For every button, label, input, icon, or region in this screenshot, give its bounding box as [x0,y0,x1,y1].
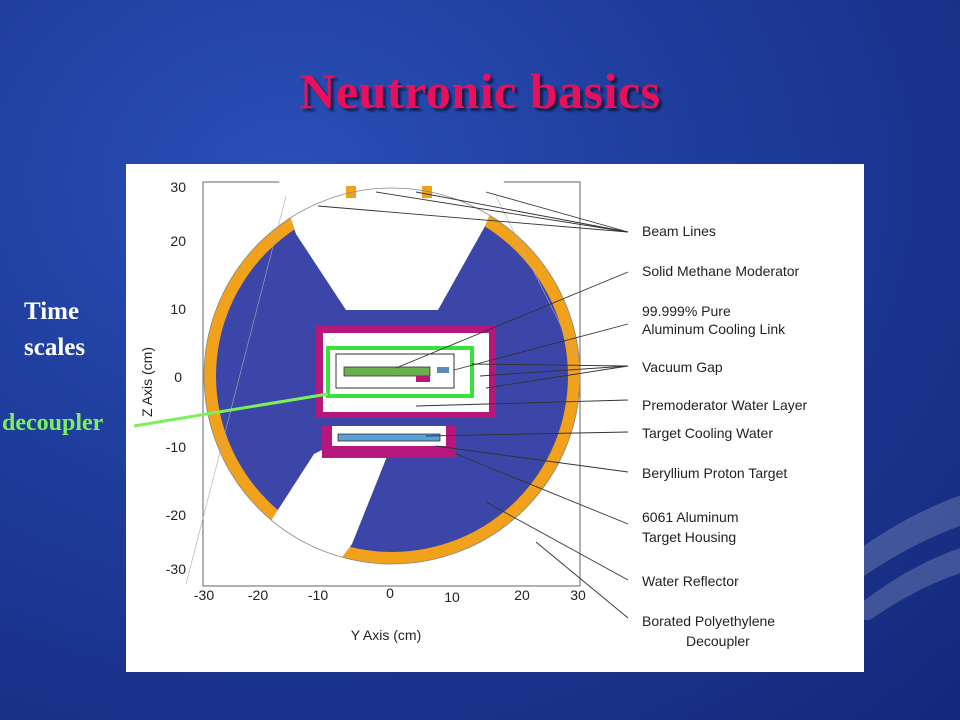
label-aluminum: 6061 Aluminum [642,509,739,525]
cooling-link [437,367,449,373]
label-target-housing: Target Housing [642,529,736,545]
label-vacuum-gap: Vacuum Gap [642,359,723,375]
z-axis-label: Z Axis (cm) [139,347,155,417]
beam-tab-right [422,186,432,198]
y-tick-neg10: -10 [308,587,328,603]
upper-beam-wedge [276,172,508,310]
label-beryllium: Beryllium Proton Target [642,465,787,481]
leader-lines [317,191,629,619]
z-tick-neg20: -20 [166,507,186,523]
y-tick-10: 10 [444,589,460,605]
guide-line-1 [185,195,287,585]
label-pure: 99.999% Pure [642,303,731,319]
z-tick-30: 30 [170,179,186,195]
beam-tab-left [346,186,356,198]
time-scales-line-2: scales [24,334,86,361]
y-tick-20: 20 [514,587,530,603]
z-tick-0: 0 [174,369,182,385]
y-tick-30: 30 [570,587,586,603]
z-tick-neg10: -10 [166,439,186,455]
outer-outline [203,187,581,565]
solid-methane-moderator [343,366,431,377]
z-tick-10: 10 [170,301,186,317]
cooling-link-base [416,376,430,382]
label-beam-lines: Beam Lines [642,223,716,239]
decoupler-label: decoupler [2,410,104,436]
beryllium-target [337,433,441,442]
time-scales-line-1: Time [24,298,80,325]
label-solid-methane: Solid Methane Moderator [642,263,800,279]
slide-title: Neutronic basics [299,63,661,119]
highlight-box [326,346,474,398]
moderator-diagram: Beam Lines Solid Methane Moderator 99.99… [139,172,808,649]
label-target-cooling: Target Cooling Water [642,425,773,441]
y-tick-neg30: -30 [194,587,214,603]
label-water-reflector: Water Reflector [642,573,739,589]
y-tick-neg20: -20 [248,587,268,603]
z-tick-20: 20 [170,233,186,249]
label-decoupler: Decoupler [686,633,750,649]
y-axis-label: Y Axis (cm) [351,627,422,643]
y-tick-0: 0 [386,585,394,601]
time-scales-label: Time scales [24,294,85,366]
guide-line-2 [495,195,581,365]
z-tick-neg30: -30 [166,561,186,577]
label-cooling-link: Aluminum Cooling Link [642,321,786,337]
label-borated: Borated Polyethylene [642,613,775,629]
background-swoosh [800,495,960,620]
label-premoderator: Premoderator Water Layer [642,397,808,413]
diagram-panel: Beam Lines Solid Methane Moderator 99.99… [126,164,864,672]
lower-beam-channel [236,434,388,584]
